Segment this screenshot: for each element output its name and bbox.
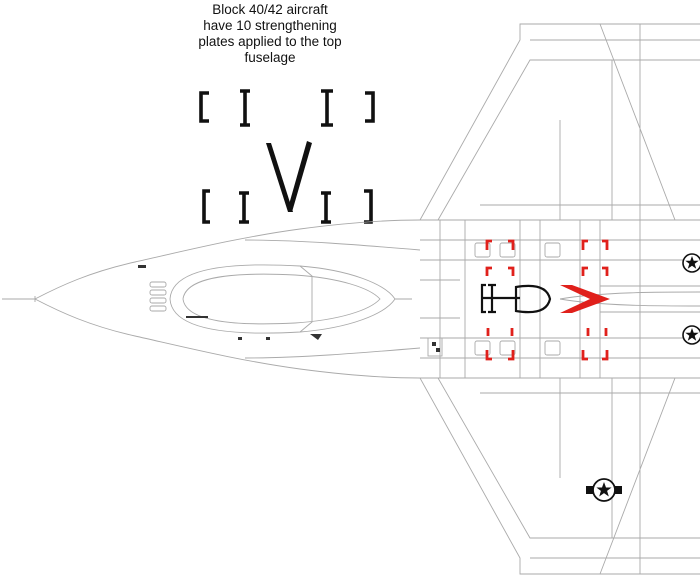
annotation-text: Block 40/42 aircraft have 10 strengtheni… (175, 2, 365, 66)
upper-wing (419, 23, 700, 221)
plate-bracket-lower-right (364, 189, 373, 224)
annotation-line-1: Block 40/42 aircraft (212, 2, 328, 17)
red-plate-7 (586, 328, 608, 336)
plate-chevron (266, 141, 312, 212)
fuselage-outline (34, 219, 700, 379)
canopy-glass (182, 273, 381, 325)
plates-on-aircraft (480, 283, 552, 314)
red-chevron (560, 285, 610, 313)
fuselage-details (138, 265, 440, 352)
red-plate-4 (581, 266, 609, 276)
annotation-line-3: plates applied to the top (198, 34, 342, 49)
red-plate-5 (486, 328, 514, 336)
red-plate-1 (485, 239, 515, 250)
plate-layout-diagram (199, 89, 375, 224)
plate-bracket-lower-left (202, 189, 210, 224)
lower-wing (419, 377, 700, 575)
annotation-line-2: have 10 strengthening (203, 18, 337, 33)
plate-i-lower-left (239, 191, 249, 224)
plate-i-upper-right (321, 89, 333, 127)
annotation-line-4: fuselage (244, 50, 296, 65)
insignia-star-icon (586, 253, 700, 502)
panel-lines (244, 220, 700, 378)
plate-bracket-upper-right (365, 91, 375, 123)
red-plate-8 (581, 350, 609, 361)
highlighted-plates (485, 239, 609, 361)
red-plate-6 (485, 350, 515, 361)
plate-i-upper-left (240, 89, 250, 127)
aircraft-outline (2, 23, 700, 575)
plate-i-lower-right (321, 191, 331, 224)
red-plate-3 (581, 239, 609, 250)
plate-bracket-upper-left (199, 91, 209, 123)
red-plate-2 (485, 266, 515, 276)
canopy-frame (169, 264, 396, 334)
